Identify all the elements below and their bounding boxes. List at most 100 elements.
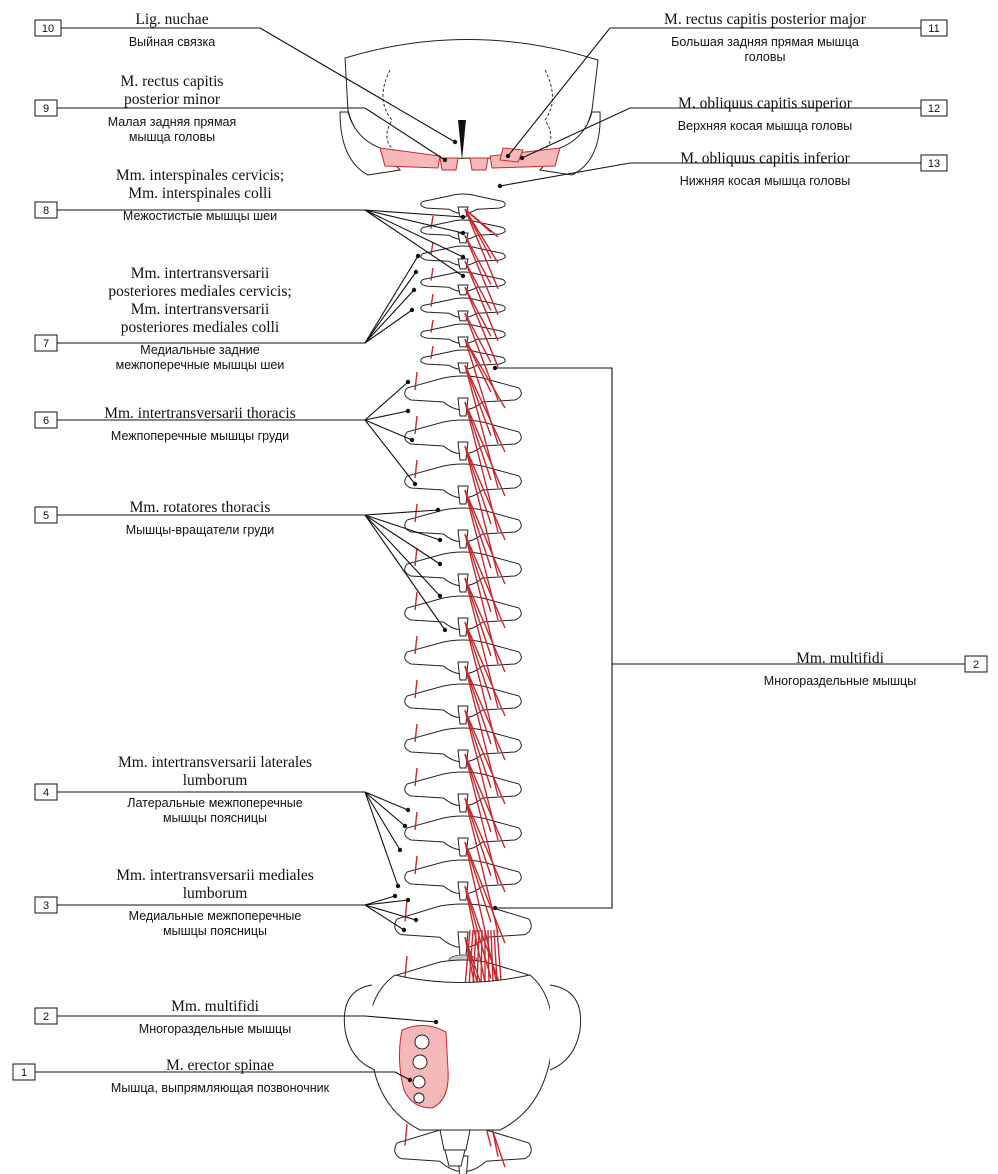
latin-term: M. rectus capitis posterior major — [664, 11, 867, 28]
latin-term: Mm. intertransversarii — [131, 265, 270, 282]
vertebra — [405, 508, 522, 548]
callout-number: 13 — [928, 158, 940, 170]
russian-term: мышцы поясницы — [163, 811, 267, 825]
russian-term: Межпоперечные мышцы груди — [111, 429, 289, 443]
leader-dot — [461, 231, 465, 235]
leader-line — [365, 256, 418, 343]
callout-3: 3Mm. intertransversarii medialeslumborum… — [35, 867, 418, 938]
leader-dot — [493, 366, 497, 370]
callout-number: 10 — [42, 23, 54, 35]
leader-line — [365, 905, 404, 930]
callout-number: 7 — [43, 338, 49, 350]
leader-dot — [410, 438, 414, 442]
russian-term: Медиальные задние — [140, 343, 259, 357]
leader-line — [365, 310, 412, 343]
callout-7: 7Mm. intertransversariiposteriores media… — [35, 254, 420, 372]
latin-term: M. obliquus capitis superior — [678, 95, 853, 112]
leader-dot — [396, 884, 400, 888]
leader-dot — [436, 508, 440, 512]
leader-dot — [443, 628, 447, 632]
leader-dot — [438, 562, 442, 566]
leader-dot — [412, 288, 416, 292]
leader-dot — [438, 594, 442, 598]
latin-term: Mm. intertransversarii — [131, 301, 270, 318]
callout-number: 6 — [43, 415, 49, 427]
leader-dot — [393, 894, 397, 898]
vertebra — [405, 728, 522, 768]
leader-dot — [403, 824, 407, 828]
leader-dot — [498, 184, 502, 188]
leader-line — [365, 382, 408, 420]
latin-term: lumborum — [183, 885, 248, 902]
leader-line — [365, 210, 463, 276]
vertebra — [405, 684, 522, 724]
leader-dot — [406, 808, 410, 812]
callout-number: 12 — [928, 103, 940, 115]
russian-term: Мышца, выпрямляющая позвоночник — [111, 1081, 330, 1095]
leader-line — [365, 272, 416, 343]
callout-number: 4 — [43, 787, 49, 799]
latin-term: Mm. interspinales colli — [128, 185, 272, 202]
latin-term: Mm. multifidi — [171, 998, 260, 1015]
leader-dot — [443, 158, 447, 162]
russian-term: Межостистые мышцы шеи — [123, 209, 277, 223]
callout-number: 5 — [43, 510, 49, 522]
leader-line — [365, 420, 415, 484]
vertebra — [405, 596, 522, 636]
russian-term: Многораздельные мышцы — [139, 1022, 291, 1036]
latin-term: posterior minor — [124, 91, 221, 108]
russian-term: Латеральные межпоперечные — [127, 796, 303, 810]
callout-number: 11 — [928, 23, 939, 35]
russian-term: Нижняя косая мышца головы — [680, 174, 850, 188]
latin-term: M. rectus capitis — [121, 73, 224, 90]
callout-number: 1 — [21, 1067, 27, 1079]
latin-term: lumborum — [183, 772, 248, 789]
leader-dot — [453, 140, 457, 144]
russian-term: межпоперечные мышцы шеи — [116, 358, 285, 372]
vertebra — [421, 194, 506, 217]
callout-number: 8 — [43, 205, 49, 217]
russian-term: мышца головы — [129, 130, 215, 144]
latin-term: posteriores mediales colli — [121, 319, 280, 336]
latin-term: Mm. interspinales cervicis; — [116, 167, 284, 184]
leader-dot — [414, 918, 418, 922]
leader-dot — [493, 906, 497, 910]
leader-dot — [434, 1020, 438, 1024]
vertebra — [405, 860, 522, 900]
latin-term: Lig. nuchae — [135, 11, 208, 28]
latin-term: posteriores mediales cervicis; — [108, 283, 291, 300]
vertebra — [405, 816, 522, 856]
callout-number: 2 — [43, 1011, 49, 1023]
russian-term: Мышцы-вращатели груди — [126, 523, 275, 537]
leader-dot — [410, 308, 414, 312]
russian-term: Верхняя косая мышца головы — [678, 119, 852, 133]
latin-term: Mm. rotatores thoracis — [130, 499, 271, 516]
sacrum — [344, 975, 580, 1166]
leader-dot — [416, 254, 420, 258]
callout-number: 3 — [43, 900, 49, 912]
leader-dot — [520, 156, 524, 160]
leader-dot — [406, 380, 410, 384]
callout-number: 9 — [43, 103, 49, 115]
vertebra — [405, 552, 522, 592]
leader-dot — [461, 255, 465, 259]
leader-dot — [398, 848, 402, 852]
leader-dot — [461, 215, 465, 219]
leader-line — [365, 792, 408, 810]
russian-term: Большая задняя прямая мышца — [671, 35, 859, 49]
leader-line — [365, 420, 412, 440]
leader-dot — [414, 270, 418, 274]
leader-line — [365, 411, 408, 420]
callout-8: 8 Mm. interspinales cervicis;Mm. interspi… — [35, 167, 465, 278]
vertebra — [405, 376, 522, 416]
leader-dot — [408, 1078, 412, 1082]
leader-line — [365, 905, 416, 920]
leader-line — [365, 290, 414, 343]
vertebra — [405, 640, 522, 680]
russian-term: мышцы поясницы — [163, 924, 267, 938]
callout-6: 6Mm. intertransversarii thoracisМежпопер… — [35, 380, 417, 486]
russian-term: Многораздельные мышцы — [764, 674, 916, 688]
